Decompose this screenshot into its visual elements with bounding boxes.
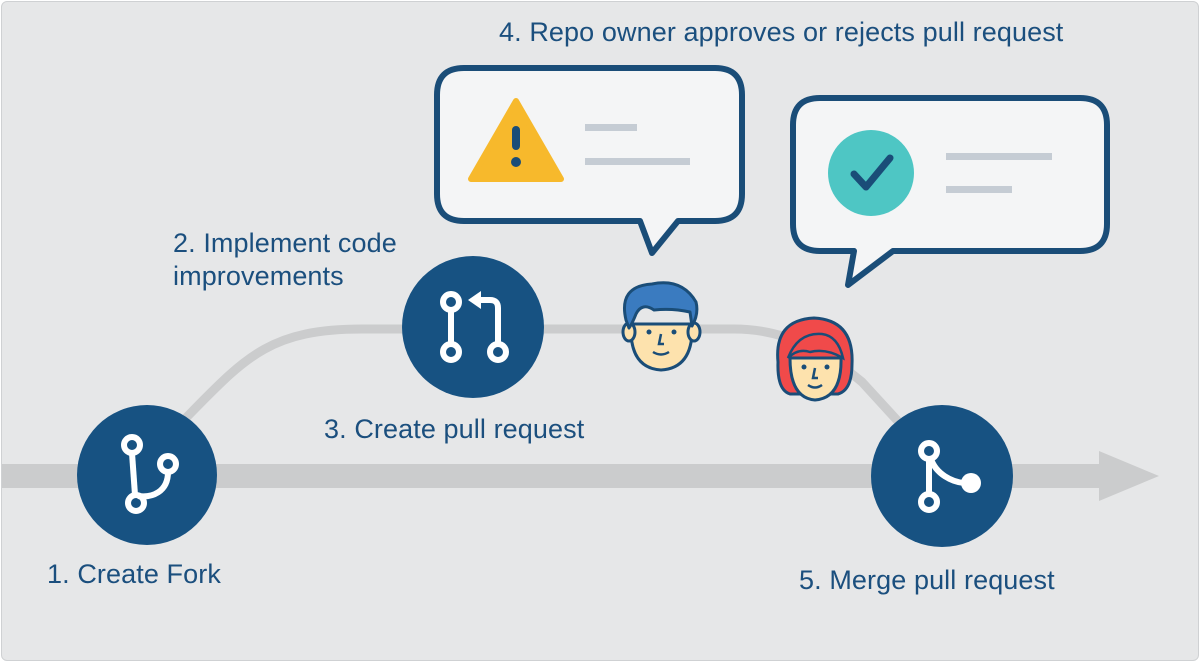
reviewer-avatar-male bbox=[621, 281, 702, 372]
step-3-label: 3. Create pull request bbox=[324, 414, 585, 444]
create-pull-request-node bbox=[402, 256, 544, 398]
git-fork-icon bbox=[121, 434, 179, 514]
text-placeholder-lines bbox=[946, 153, 1052, 193]
step-4-label: 4. Repo owner approves or rejects pull r… bbox=[499, 17, 1064, 47]
approval-speech-bubble bbox=[790, 95, 1110, 288]
check-icon bbox=[828, 130, 914, 216]
reviewer-avatar-female bbox=[776, 316, 854, 402]
git-merge-icon bbox=[918, 440, 965, 513]
create-fork-node bbox=[77, 405, 217, 545]
merge-pull-request-node bbox=[871, 405, 1013, 547]
step-2-label-line2: improvements bbox=[173, 261, 344, 291]
step-2-label-line1: 2. Implement code bbox=[173, 228, 397, 258]
warning-speech-bubble bbox=[434, 65, 745, 256]
warning-icon bbox=[468, 98, 564, 182]
step-5-label: 5. Merge pull request bbox=[799, 565, 1055, 595]
git-pull-request-icon bbox=[440, 291, 509, 363]
text-placeholder-lines bbox=[585, 124, 690, 165]
step-1-label: 1. Create Fork bbox=[47, 559, 221, 589]
